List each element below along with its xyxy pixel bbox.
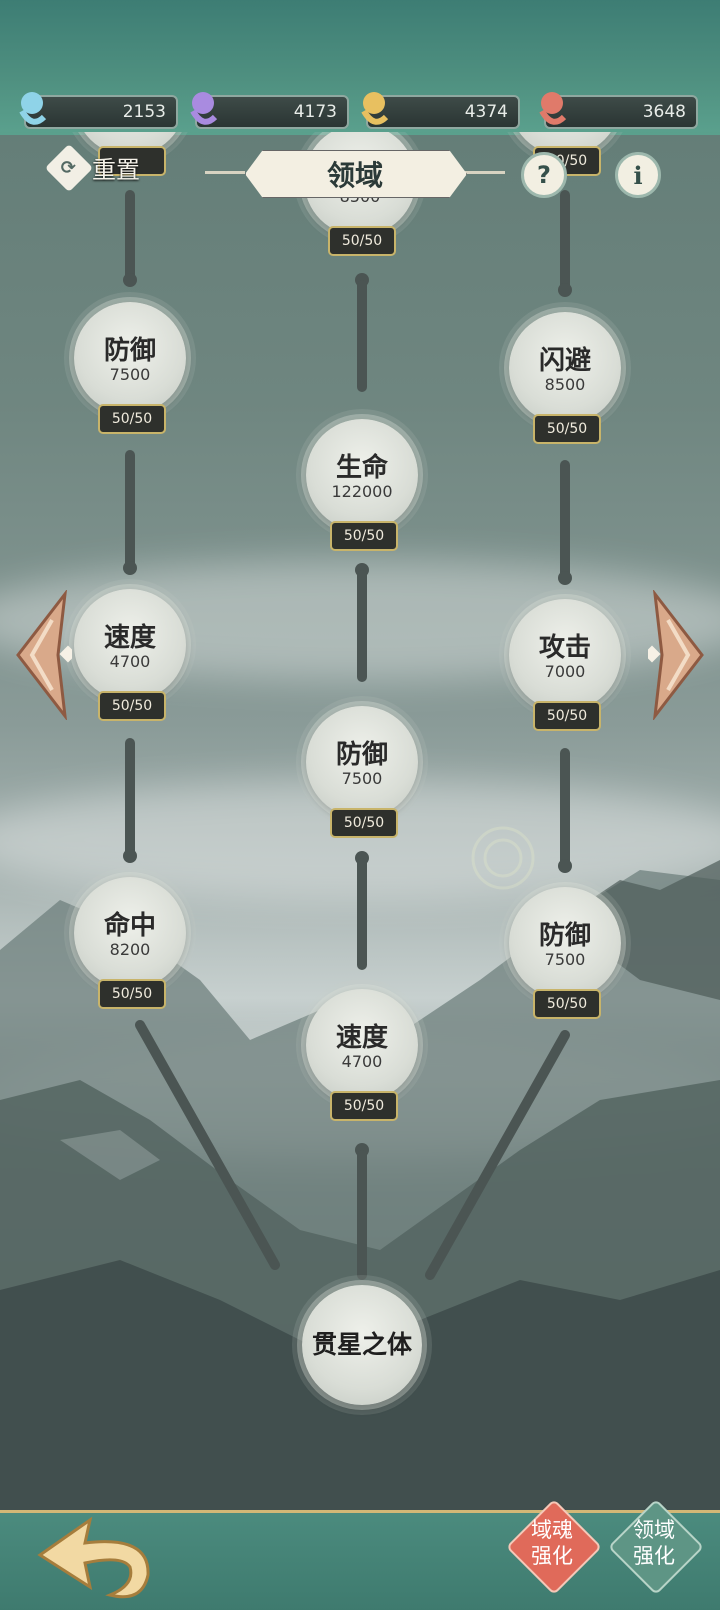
node-name: 防御 (538, 921, 591, 951)
node-value: 4700 (341, 1052, 383, 1071)
soul-strengthen-button[interactable]: 域魂强化 (505, 1498, 603, 1596)
title-plate (245, 150, 467, 198)
help-icon: ? (537, 161, 551, 189)
connector-line (560, 190, 570, 290)
resource-value: 2153 (122, 102, 166, 122)
skill-node-speed[interactable]: 速度 4700 50/50 (306, 989, 418, 1121)
node-level-badge: 50/50 (533, 989, 601, 1019)
node-value: 7500 (109, 365, 151, 384)
purple-spirit-icon (190, 92, 218, 125)
node-value: 8200 (109, 940, 151, 959)
connector-dot (123, 561, 137, 575)
connector-line (357, 858, 367, 970)
reset-button[interactable]: ⟳ 重置 (44, 143, 140, 192)
skill-node-defense[interactable]: 防御 7500 50/50 (306, 706, 418, 838)
back-arrow-icon[interactable] (30, 1515, 170, 1605)
connector-line (357, 280, 367, 392)
info-button[interactable]: i (615, 152, 661, 198)
connector-line (560, 748, 570, 868)
swirl-effect (471, 826, 535, 890)
connector-dot (123, 273, 137, 287)
skill-node-accuracy[interactable]: 命中 8200 50/50 (74, 877, 186, 1009)
next-page-arrow-icon[interactable] (648, 590, 710, 720)
reset-label: 重置 (92, 156, 140, 184)
soul-strengthen-label: 域魂强化 (531, 1518, 573, 1568)
info-icon: i (633, 160, 643, 190)
node-name: 命中 (103, 911, 156, 941)
resource-counter-gold: 4374 (361, 92, 520, 129)
final-node[interactable]: 贯星之体 (302, 1285, 422, 1405)
node-name: 攻击 (538, 633, 591, 663)
domain-strengthen-label: 领域强化 (633, 1518, 675, 1568)
page-title: 领域 (326, 159, 383, 192)
connector-dot (558, 571, 572, 585)
node-level-badge: 50/50 (98, 691, 166, 721)
title-wing-right (465, 171, 505, 174)
node-level-badge: 50/50 (533, 701, 601, 731)
node-value: 7000 (544, 662, 586, 681)
node-level-badge: 50/50 (98, 404, 166, 434)
resource-counter-red: 3648 (539, 92, 698, 129)
node-value: 8500 (544, 375, 586, 394)
node-name: 生命 (335, 453, 388, 483)
node-value: 7500 (544, 950, 586, 969)
node-level-badge (98, 146, 166, 176)
resource-value: 4374 (464, 102, 508, 122)
node-level-badge: 50/50 (330, 808, 398, 838)
title-wing-left (205, 171, 245, 174)
node-level-badge: 50/50 (533, 414, 601, 444)
node-value: 122000 (331, 482, 393, 501)
blue-spirit-icon (19, 92, 47, 125)
red-spirit-icon (539, 92, 567, 125)
gold-spirit-icon (361, 92, 389, 125)
node-name: 防御 (103, 336, 156, 366)
connector-line (125, 450, 135, 570)
title-banner: 领域 (205, 150, 505, 198)
node-level-badge: 50/50 (330, 521, 398, 551)
node-name: 闪避 (538, 346, 591, 376)
resource-counter-blue: 2153 (19, 92, 178, 129)
connector-line (125, 738, 135, 858)
node-level-badge: 50/50 (330, 1091, 398, 1121)
resource-counter-purple: 4173 (190, 92, 349, 129)
skill-node-attack[interactable]: 攻击 7000 50/50 (509, 599, 621, 731)
connector-line (560, 460, 570, 580)
connector-line (357, 570, 367, 682)
final-node-name: 贯星之体 (311, 1330, 412, 1359)
connector-dot (558, 859, 572, 873)
skill-node-defense[interactable]: 防御 7500 50/50 (509, 887, 621, 1019)
node-level-badge: 50/50 (98, 979, 166, 1009)
node-level-badge: 50/50 (328, 226, 396, 256)
skill-node-speed[interactable]: 速度 4700 50/50 (74, 589, 186, 721)
connector-dot (123, 849, 137, 863)
connector-line (357, 1150, 367, 1280)
node-value: 7500 (341, 769, 383, 788)
skill-node-evasion[interactable]: 闪避 8500 50/50 (509, 312, 621, 444)
skill-node-health[interactable]: 生命 122000 50/50 (306, 419, 418, 551)
node-name: 防御 (335, 740, 388, 770)
resource-value: 4173 (293, 102, 337, 122)
node-value: 4700 (109, 652, 151, 671)
node-name: 速度 (103, 623, 156, 653)
connector-line (125, 190, 135, 280)
resource-value: 3648 (642, 102, 686, 122)
domain-strengthen-button[interactable]: 领域强化 (607, 1498, 705, 1596)
help-button[interactable]: ? (521, 152, 567, 198)
skill-node-defense[interactable]: 防御 7500 50/50 (74, 302, 186, 434)
connector-dot (558, 283, 572, 297)
previous-page-arrow-icon[interactable] (10, 590, 72, 720)
node-name: 速度 (335, 1023, 388, 1053)
